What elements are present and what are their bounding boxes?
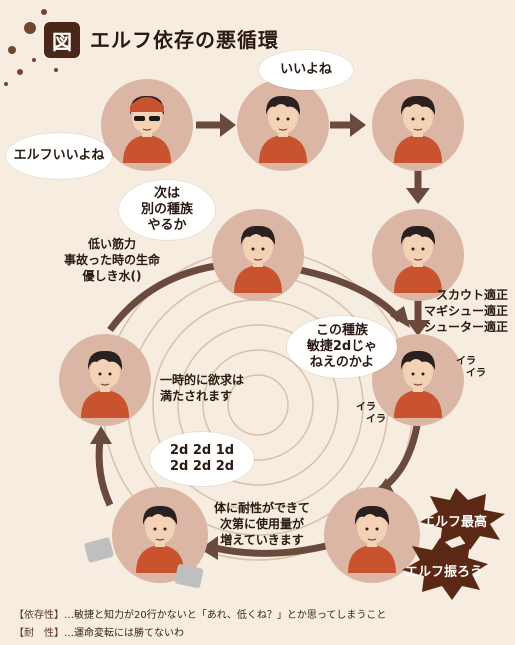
speech-bin-line-1: この種族	[315, 322, 368, 338]
arc-left-top	[107, 261, 223, 333]
tolerance-line-3: 増えていきます	[220, 533, 304, 548]
scout-line-1: スカウト適正	[436, 288, 509, 302]
page-title: エルフ依存の悪循環	[90, 28, 279, 52]
speech-elf-iiyone: エルフいいよね	[6, 133, 112, 179]
low-stats-label: 低い筋力 事故った時の生命 優しき水()	[64, 236, 160, 285]
node-relieved	[59, 334, 151, 426]
speech-dice: 2d 2d 1d 2d 2d 2d	[150, 432, 254, 486]
node-angry	[372, 334, 464, 426]
irira-left-1: イラ	[356, 402, 376, 413]
speech-dice-line-1: 2d 2d 1d	[169, 442, 235, 458]
node-determined	[212, 209, 304, 301]
arrow-3-4	[406, 170, 430, 204]
arrow-1-2	[196, 113, 236, 137]
scout-line-2: マギシュー適正	[424, 304, 509, 319]
arrow-2-3	[330, 113, 366, 137]
low-stats-line-3: 優しき水()	[82, 269, 142, 284]
note-dependency-key: 【依存性】	[14, 610, 64, 621]
tolerance-label: 体に耐性ができて 次第に使用量が 増えていきます	[214, 500, 310, 549]
note-tolerance-key: 【耐 性】	[14, 628, 64, 639]
title-badge: 図	[44, 22, 80, 58]
arc-bottom-left	[95, 439, 114, 507]
burst-elf-roll: エルフ振ろう	[405, 565, 484, 580]
low-stats-line-1: 低い筋力	[88, 237, 137, 251]
satisfied-label: 一時的に欲求は 満たされます	[160, 372, 244, 404]
node-frustrated	[372, 209, 464, 301]
note-tolerance: 【耐 性】…運命変転には勝てないわ	[14, 624, 184, 639]
burst-elf-best-shape	[420, 488, 505, 550]
speech-bin-line-2: 敏捷2dじゃ	[306, 338, 378, 354]
node-elf-addict	[324, 487, 420, 583]
speech-agility: この種族 敏捷2dじゃ ねえのかよ	[287, 316, 397, 378]
note-dependency-text: …敏捷と知力が20行かないと「あれ、低くね？」とか思ってしまうこと	[64, 610, 387, 621]
scout-line-3: シューター適正	[424, 320, 509, 335]
note-tolerance-text: …運命変転には勝てないわ	[64, 628, 184, 639]
low-stats-line-2: 事故った時の生命	[64, 253, 161, 268]
node-thinking	[372, 79, 464, 171]
node-listener	[237, 79, 329, 171]
speech-bin-line-3: ねえのかよ	[309, 355, 375, 371]
irira-left-2: イラ	[366, 414, 386, 425]
speech-iiyone: いいよね	[259, 50, 353, 90]
node-tolerance	[84, 487, 208, 588]
note-dependency: 【依存性】…敏捷と知力が20行かないと「あれ、低くね？」とか思ってしまうこと	[14, 606, 386, 621]
node-elf-fan	[101, 79, 193, 171]
tolerance-line-2: 次第に使用量が	[220, 517, 305, 532]
arc-bottom	[214, 541, 331, 557]
arrow-4-5	[406, 300, 430, 336]
satisfied-line-1: 一時的に欲求は	[160, 373, 245, 387]
arc-top-right	[299, 266, 403, 323]
speech-next-line-3: やるか	[147, 218, 187, 234]
speech-next-line-1: 次は	[153, 185, 180, 201]
speech-next-race: 次は 別の種族 やるか	[119, 180, 215, 240]
burst-elf-roll-shape	[402, 538, 488, 600]
speech-dice-line-2: 2d 2d 2d	[169, 459, 235, 474]
burst-elf-best: エルフ最高	[422, 515, 488, 530]
irira-right-2: イラ	[466, 368, 486, 379]
scout-label: スカウト適正 マギシュー適正 シューター適正	[424, 287, 508, 336]
irira-right-1: イラ	[456, 356, 476, 367]
satisfied-line-2: 満たされます	[160, 389, 233, 404]
tolerance-line-1: 体に耐性ができて	[214, 501, 311, 515]
speech-next-line-2: 別の種族	[140, 201, 193, 217]
